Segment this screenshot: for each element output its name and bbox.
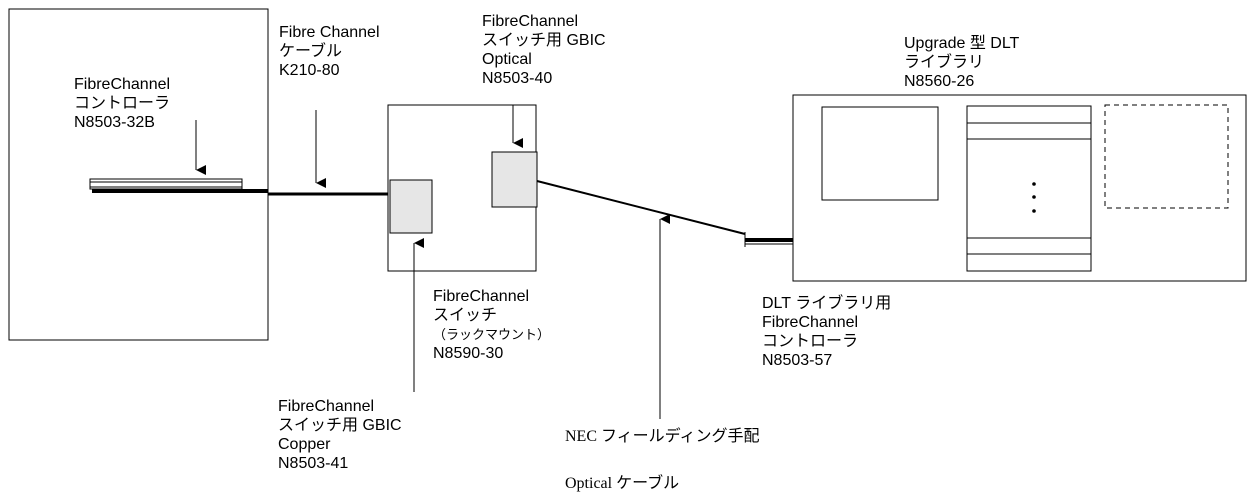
label-library: Upgrade 型 DLT ライブラリ N8560-26 (904, 35, 1020, 90)
gbic-copper (389, 179, 433, 234)
label-gbic-copper: FibreChannel スイッチ用 GBIC Copper N8503-41 (278, 398, 402, 472)
label-optical-cable-line1: NEC フィールディング手配 (565, 428, 760, 445)
label-gbic-optical: FibreChannel スイッチ用 GBIC Optical N8503-40 (482, 13, 606, 87)
gbic-optical (491, 151, 538, 208)
server-connector (92, 189, 268, 193)
label-cable: Fibre Channel ケーブル K210-80 (279, 24, 380, 79)
optional-slot (1104, 104, 1229, 209)
label-switch: FibreChannel スイッチ （ラックマウント） N8590-30 (433, 288, 551, 362)
label-library-controller: DLT ライブラリ用 FibreChannel コントローラ N8503-57 (762, 295, 892, 369)
label-server-controller: FibreChannel コントローラ N8503-32B (74, 76, 171, 131)
tape-stack (966, 105, 1092, 272)
library-window (821, 106, 939, 201)
server-box (8, 8, 269, 341)
label-optical-cable-line2: Optical ケーブル (565, 475, 680, 492)
optical-cable (536, 180, 746, 235)
